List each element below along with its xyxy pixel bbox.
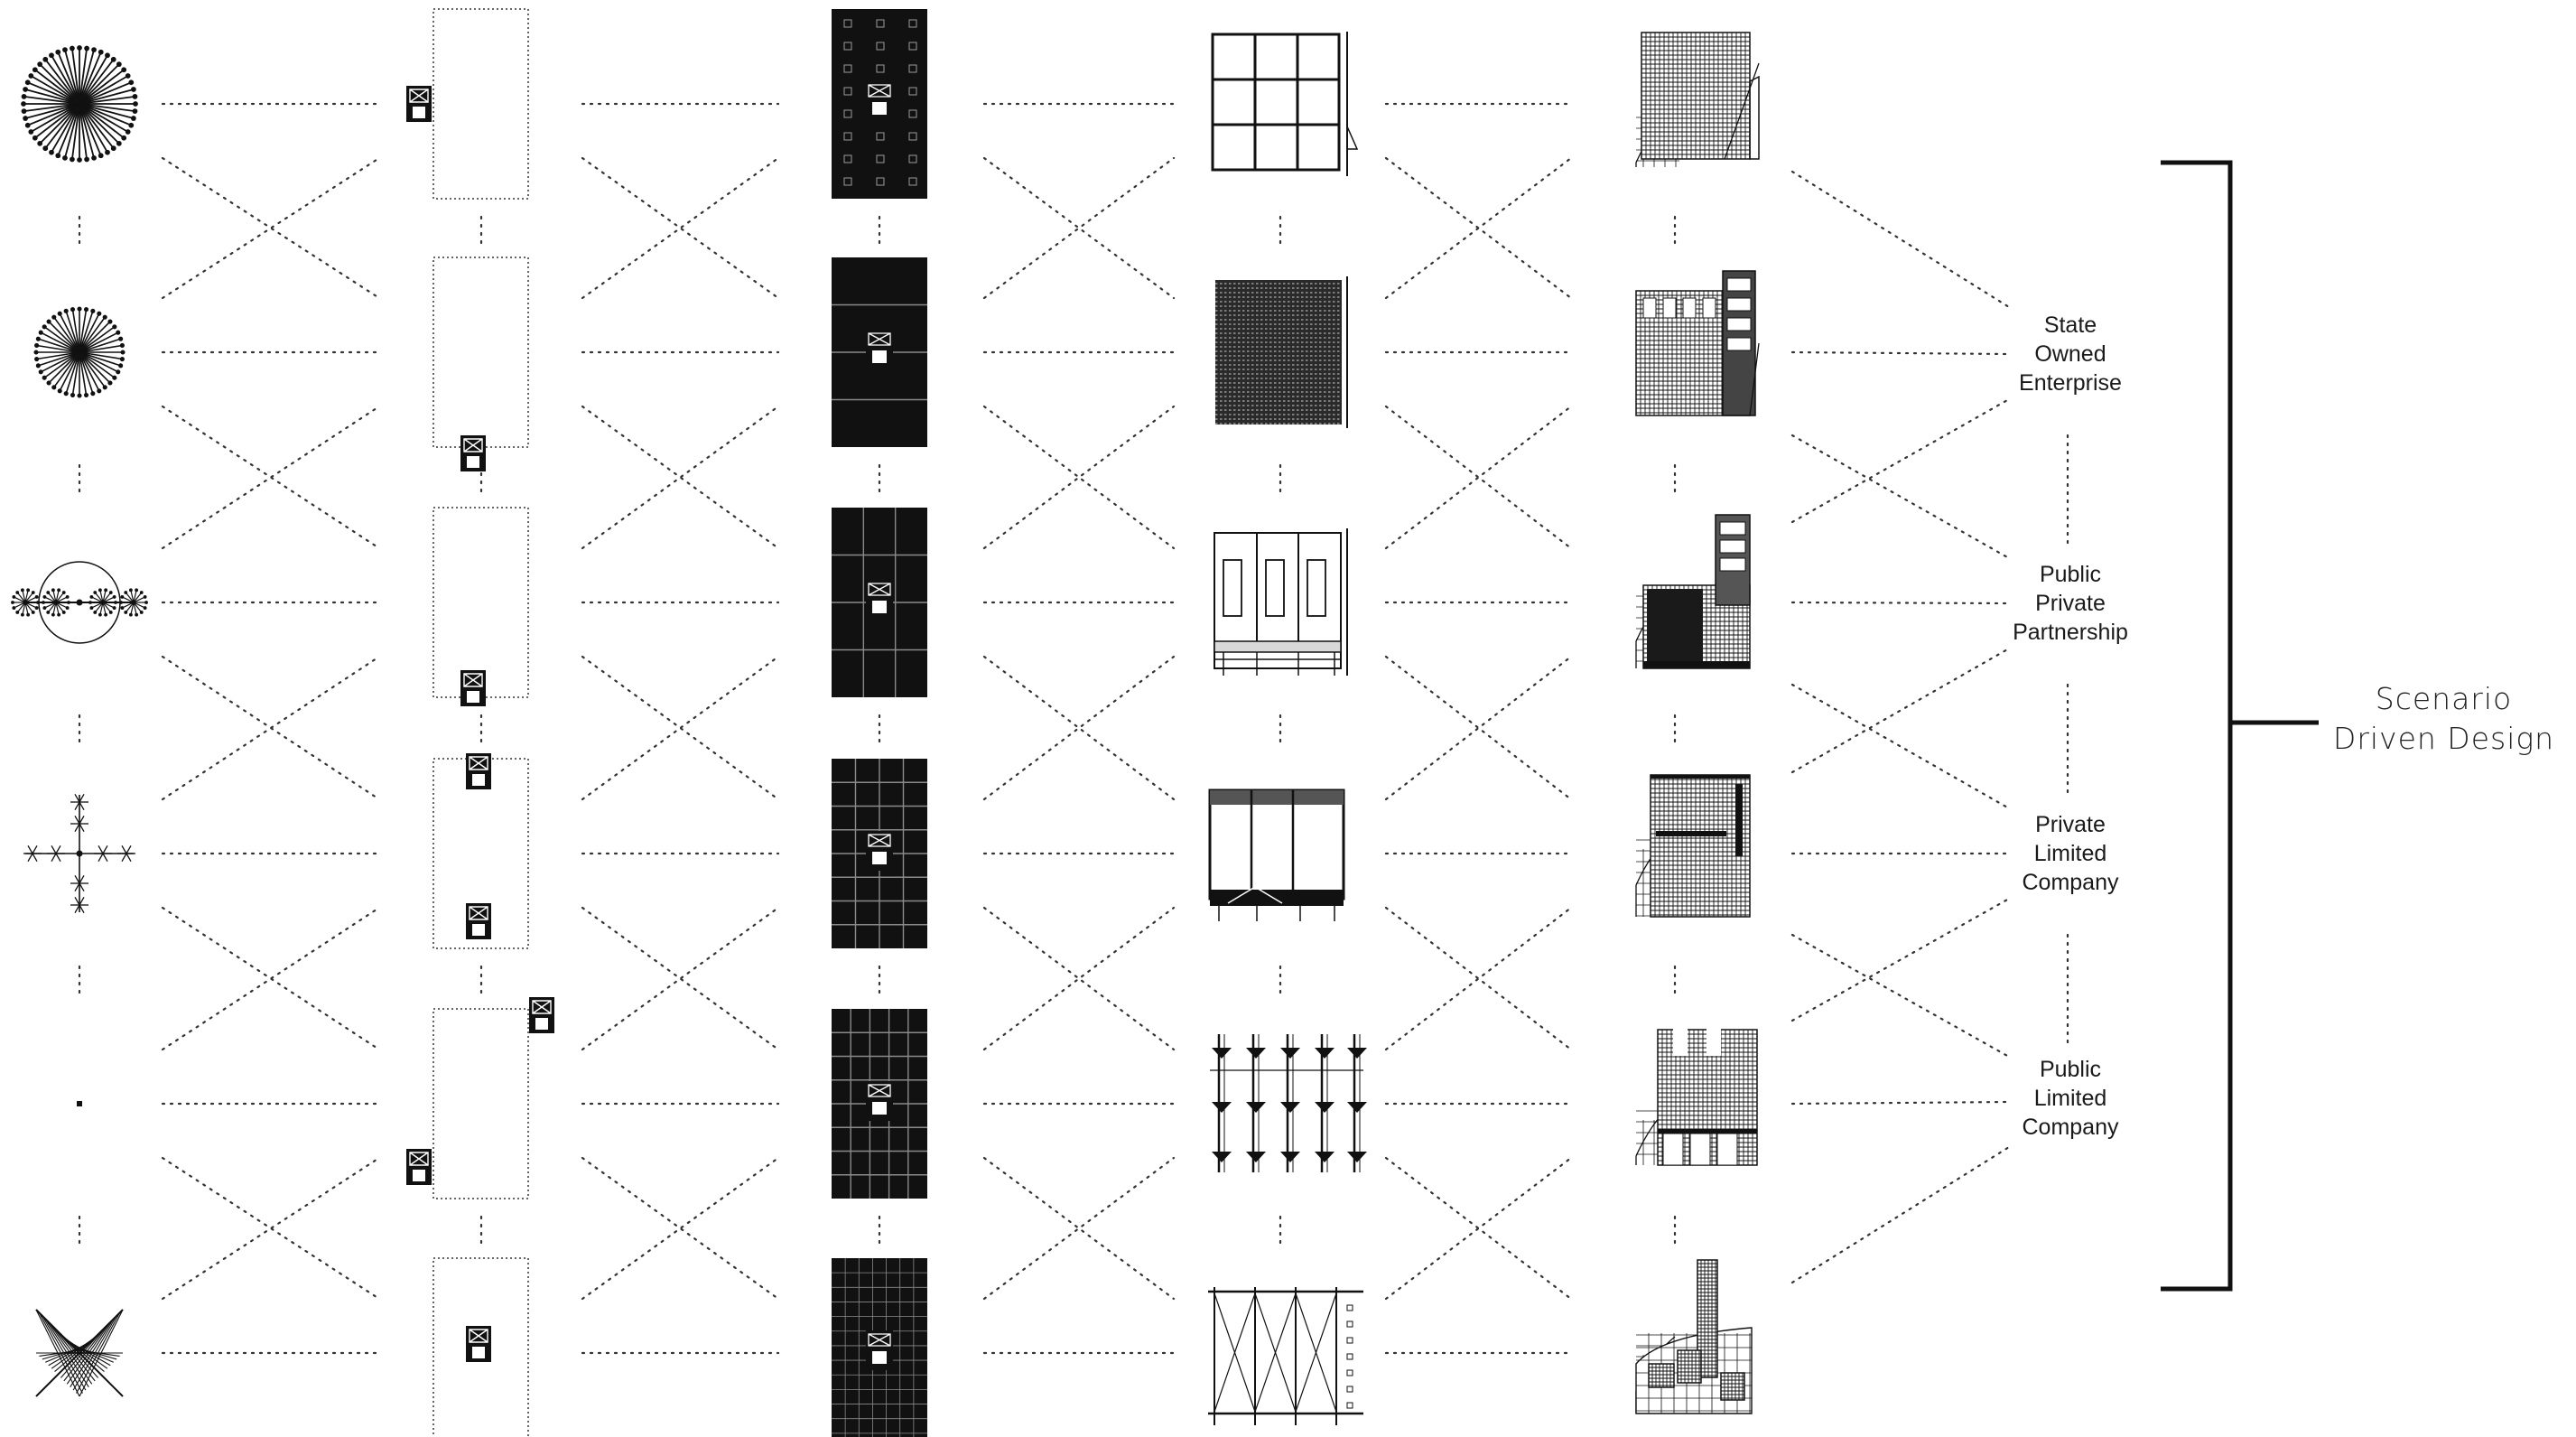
core-bottom-right-plan-icon — [433, 508, 528, 706]
open-frame-section-icon — [1213, 32, 1357, 176]
core-top-bottom-plan-icon — [433, 753, 528, 948]
core-corners-plan-icon — [406, 997, 554, 1199]
core-center-plan-icon — [433, 1258, 528, 1437]
column-bracket-icon — [1210, 1034, 1367, 1172]
framed-elevation-icon — [1210, 790, 1344, 921]
cross-branching-icon — [23, 794, 135, 912]
block-volume-icon — [1636, 775, 1750, 917]
four-point-star-icon — [36, 1310, 123, 1396]
single-point-icon — [77, 1101, 82, 1106]
chimney-volume-icon — [1636, 1260, 1752, 1414]
column-4-facades — [1208, 32, 1367, 1425]
mesh-facade-icon — [1215, 276, 1347, 428]
braced-frame-icon — [1208, 1287, 1363, 1425]
radial-starburst-large-icon — [21, 45, 138, 163]
core-bottom-plan-icon — [433, 257, 528, 471]
column-2-plans — [406, 9, 554, 1437]
large-bay-plan-icon — [832, 508, 927, 697]
radial-starburst-small-icon — [33, 306, 125, 397]
office-tower-icon — [1636, 271, 1759, 415]
dense-grid-plan-icon — [832, 1009, 927, 1199]
fine-grid-plan-icon — [832, 1258, 927, 1437]
tower-podium-icon — [1636, 515, 1750, 668]
scenario-bracket — [2161, 163, 2319, 1289]
cluster-orbit-icon — [11, 562, 148, 643]
stepped-volume-icon — [1636, 33, 1759, 167]
column-1-patterns — [11, 45, 148, 1396]
panel-facade-icon — [1214, 528, 1347, 676]
regular-grid-plan-icon — [832, 759, 927, 948]
dotted-connectors — [79, 104, 2068, 1353]
castellated-volume-icon — [1636, 1029, 1757, 1165]
core-left-edge-plan-icon — [406, 9, 528, 199]
striped-grid-plan-icon — [832, 257, 927, 447]
column-5-volumes — [1636, 33, 1759, 1414]
dotted-grid-plan-icon — [832, 9, 927, 199]
